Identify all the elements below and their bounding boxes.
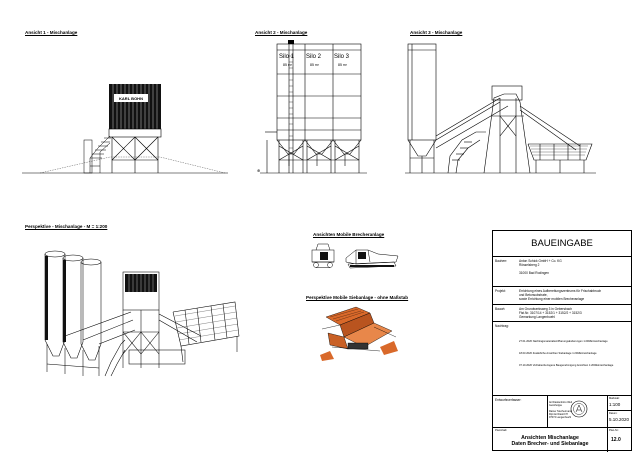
nachtrag-line-1: 27.01.2020 Nachtragsmaterialien/Planungs…	[519, 340, 608, 343]
plannr-label: Plan-Nr.:	[609, 429, 620, 432]
bauort-label: Bauort:	[495, 307, 506, 311]
plannr-value: 12.0	[611, 437, 621, 443]
entwurf-line-2: Gersthoppe	[549, 404, 563, 407]
massstab-label: Maßstab:	[609, 397, 620, 400]
bauherr-line-2: Rösselsberg 2	[519, 263, 540, 267]
silo-3-label: Silo 3	[334, 54, 350, 60]
silo-2-label: Silo 2	[306, 54, 322, 60]
view3-drawing	[405, 43, 596, 174]
silo-3-volume: 85 m³	[338, 63, 347, 67]
architect-seal-icon	[570, 400, 588, 418]
svg-text:⊕: ⊕	[257, 168, 260, 173]
datum-value: 5.10.2020	[609, 417, 630, 422]
projekt-line-1: Errichtung eines Aufbereitungszentrums f…	[519, 289, 602, 293]
nachtrag-line-2: 18.03.2020 Zusätzliche Ansichten Siebanl…	[519, 352, 597, 355]
bauherr-label: Bauherr:	[495, 259, 508, 263]
bauherr-line-4: 31000 Bad Rodingen	[519, 271, 549, 275]
nachtrag-label: Nachtrag:	[495, 324, 509, 328]
planinhalt-section: Planinhalt: Ansichten Mischanlage Daten …	[493, 427, 631, 452]
perspective-mix-label: Perspektive - Mischanlage - M = 1:200	[25, 224, 108, 229]
silo-1-label: Silo 1	[279, 54, 295, 60]
projekt-label: Projekt:	[495, 289, 506, 293]
entwurf-line-4: Rainer Stuchermann	[549, 410, 572, 413]
svg-text:KARL BOHN: KARL BOHN	[119, 96, 143, 101]
nachtrag-line-3: 07.10.2020 Vorhabenbezogene Baugenehmigu…	[519, 364, 614, 367]
view1-label: Ansicht 1 - Mischanlage	[25, 30, 78, 35]
projekt-line-3: sowie Errichtung einer mobilen Brecheran…	[519, 297, 585, 301]
bauherr-line-1: Anton Schick GmbH + Co. KG	[519, 259, 562, 263]
perspective-mix-drawing	[44, 250, 240, 377]
screen-label: Perspektive Mobile Siebanlage - ohne Maß…	[306, 295, 409, 300]
entwurf-line-6: 97074 Langenbuehl	[549, 416, 572, 419]
entwurfsverfasser-label: Entwurfsverfasser:	[495, 398, 522, 402]
bauort-line-3: Gemarkung Langenbuehl	[519, 315, 555, 319]
massstab-value: 1:100	[609, 402, 621, 407]
silo-1-volume: 85 m³	[283, 63, 292, 67]
bauort-section: Bauort: Am Grundwerksweg 3 in Gebersbach…	[493, 304, 631, 322]
bauort-line-2: Flst.Nr. 3107/14 + 3152/1 + 3152/2 + 315…	[519, 311, 582, 315]
entwurf-section: Entwurfsverfasser: Architektenbüro Weil …	[493, 395, 631, 428]
view2-drawing: ⊕	[257, 40, 367, 174]
datum-label: Datum:	[609, 412, 618, 415]
planinhalt-label: Planinhalt:	[495, 429, 508, 432]
screen-drawing	[320, 306, 398, 361]
silo-2-volume: 85 m³	[310, 63, 319, 67]
planinhalt-line-1: Ansichten Mischanlage	[521, 435, 579, 441]
entwurf-line-5: Dipl.Architekt FH	[549, 413, 568, 416]
planinhalt-line-2: Daten Brecher- und Siebanlage	[511, 441, 589, 447]
projekt-line-2: und Betonsubstrate,	[519, 293, 548, 297]
crusher-label: Ansichten Mobile Brecheranlage	[313, 232, 385, 237]
projekt-section: Projekt: Errichtung eines Aufbereitungsz…	[493, 286, 631, 305]
nachtrag-section: Nachtrag: 27.01.2020 Nachtragsmaterialie…	[493, 321, 631, 396]
view1-drawing: KARL BOHN	[22, 84, 228, 174]
view2-label: Ansicht 2 - Mischanlage	[255, 30, 308, 35]
title-heading: BAUEINGABE	[531, 238, 593, 249]
bauort-line-1: Am Grundwerksweg 3 in Gebersbach	[519, 307, 572, 311]
crusher-drawing	[311, 243, 399, 269]
bauherr-section: Bauherr: Anton Schick GmbH + Co. KG Röss…	[493, 256, 631, 287]
view3-label: Ansicht 3 - Mischanlage	[410, 30, 463, 35]
entwurf-line-1: Architektenbüro Weil	[549, 401, 573, 404]
title-block: BAUEINGABE Bauherr: Anton Schick GmbH + …	[492, 230, 632, 452]
